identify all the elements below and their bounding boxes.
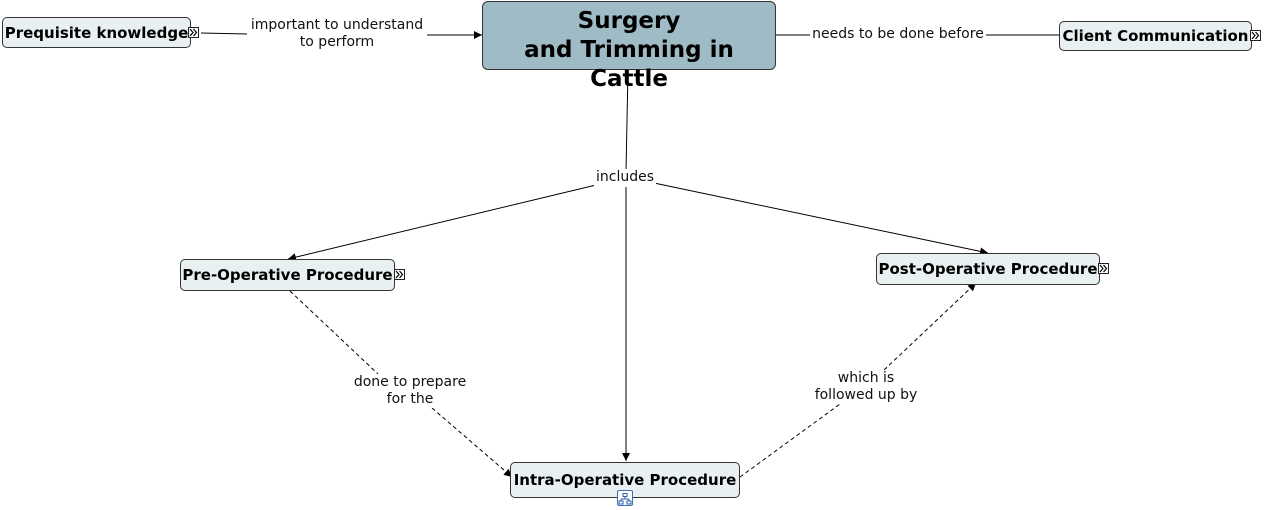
link-line-prepare-arrow xyxy=(431,407,513,478)
link-label-includes: includes xyxy=(594,169,656,186)
node-label: Prequisite knowledge xyxy=(4,23,189,42)
node-pre-operative[interactable]: Pre-Operative Procedure xyxy=(180,259,395,291)
link-label-followed-up: which is followed up by xyxy=(806,370,926,404)
link-line-followed xyxy=(739,403,841,478)
double-chevron-right-icon[interactable] xyxy=(394,269,405,280)
node-label: Pre-Operative Procedure xyxy=(182,266,393,284)
link-label-important: important to understand to perform xyxy=(247,17,427,51)
double-chevron-right-icon[interactable] xyxy=(1250,30,1261,41)
node-label-main: Foot and Claw Surgery and Trimming in Ca… xyxy=(524,0,734,92)
link-line-important xyxy=(200,32,249,35)
link-line-includes xyxy=(625,69,629,173)
concept-map-icon[interactable] xyxy=(617,490,633,506)
node-label: Client Communication xyxy=(1062,27,1249,45)
link-line-includes-pre xyxy=(287,184,597,262)
node-post-operative[interactable]: Post-Operative Procedure xyxy=(876,253,1100,285)
link-line-prepare xyxy=(289,290,379,375)
link-line-followed-arrow xyxy=(883,282,977,371)
node-client-communication[interactable]: Client Communication xyxy=(1059,21,1252,51)
link-label-done-to-prepare: done to prepare for the xyxy=(350,374,470,408)
node-main-topic[interactable]: Foot and Claw Surgery and Trimming in Ca… xyxy=(482,0,776,92)
node-label: Intra-Operative Procedure xyxy=(513,471,737,489)
node-prerequisite-knowledge[interactable]: Prequisite knowledge xyxy=(2,17,191,48)
node-label: Post-Operative Procedure xyxy=(878,260,1098,278)
double-chevron-right-icon[interactable] xyxy=(188,27,199,38)
link-line-includes-post xyxy=(653,182,989,256)
double-chevron-right-icon[interactable] xyxy=(1098,263,1109,274)
link-label-needs-before: needs to be done before xyxy=(810,26,986,43)
